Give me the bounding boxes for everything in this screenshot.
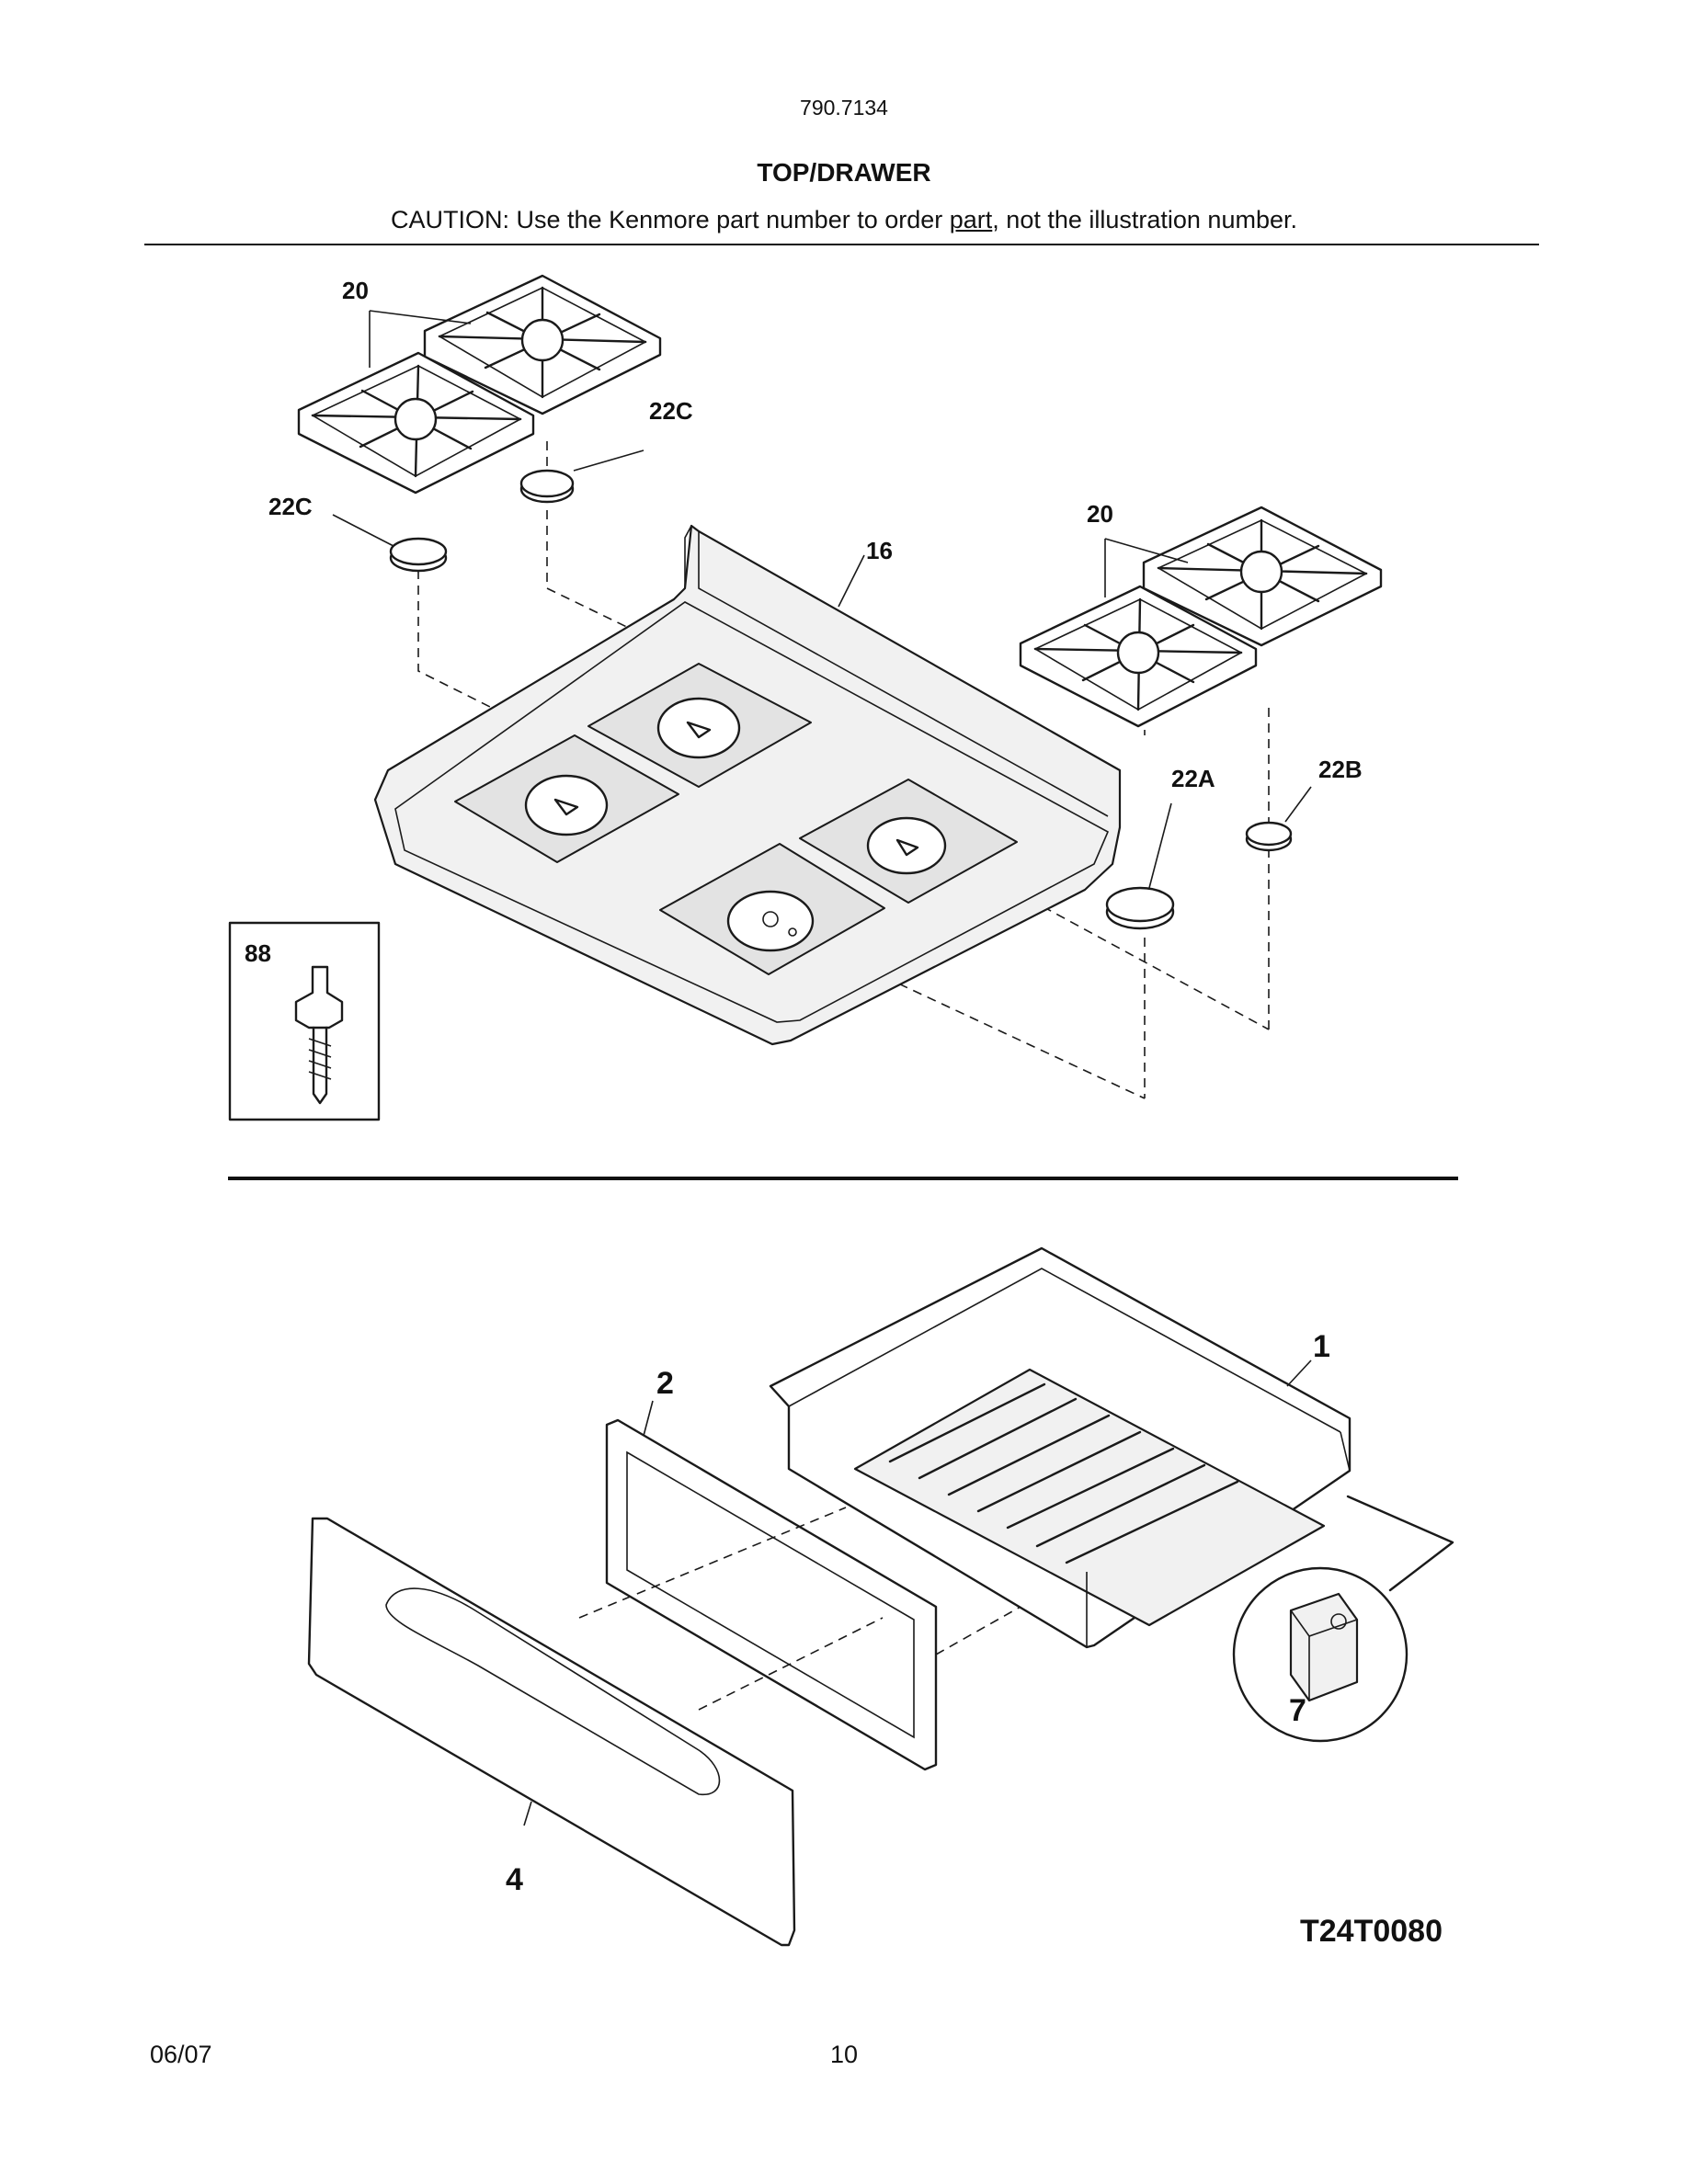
drawer-front-panel — [307, 1517, 796, 1947]
clip-detail-circle — [1232, 1495, 1454, 1743]
footer-page-number: 10 — [829, 2041, 859, 2068]
leader-lines — [332, 310, 1312, 1826]
callout-4: 4 — [506, 1862, 523, 1897]
caution-suffix: , not the illustration number. — [992, 206, 1297, 233]
burner-grate-right-pair — [1019, 506, 1383, 728]
screw-detail-box — [228, 921, 381, 1121]
header-divider — [144, 244, 1539, 245]
callout-88: 88 — [245, 939, 271, 967]
callout-16: 16 — [866, 537, 893, 564]
footer-date: 06/07 — [150, 2041, 212, 2068]
burner-caps — [389, 469, 1293, 930]
callout-2: 2 — [656, 1366, 674, 1401]
section-title: TOP/DRAWER — [757, 158, 931, 187]
section-divider — [228, 1177, 1458, 1180]
caution-note: CAUTION: Use the Kenmore part number to … — [0, 206, 1688, 234]
callout-22c-lower: 22C — [268, 493, 313, 520]
model-number: 790.7134 — [800, 96, 888, 119]
cooktop-panel — [373, 524, 1122, 1046]
callout-1: 1 — [1313, 1329, 1330, 1364]
callout-22a: 22A — [1171, 765, 1215, 792]
caution-part-link[interactable]: part — [949, 206, 993, 233]
drawer-body — [769, 1246, 1352, 1649]
caution-prefix: CAUTION: Use the Kenmore part number to … — [391, 206, 950, 233]
figure-code: T24T0080 — [1300, 1914, 1443, 1949]
callout-20-left: 20 — [342, 277, 369, 304]
callout-20-right: 20 — [1087, 500, 1113, 528]
callout-22b: 22B — [1318, 756, 1363, 783]
drawer-liner-frame — [605, 1418, 938, 1771]
assembly-guides-drawer — [578, 1507, 1021, 1711]
burner-grate-left-pair — [297, 274, 662, 495]
callout-22c-upper: 22C — [649, 397, 693, 425]
callout-7: 7 — [1289, 1693, 1306, 1728]
